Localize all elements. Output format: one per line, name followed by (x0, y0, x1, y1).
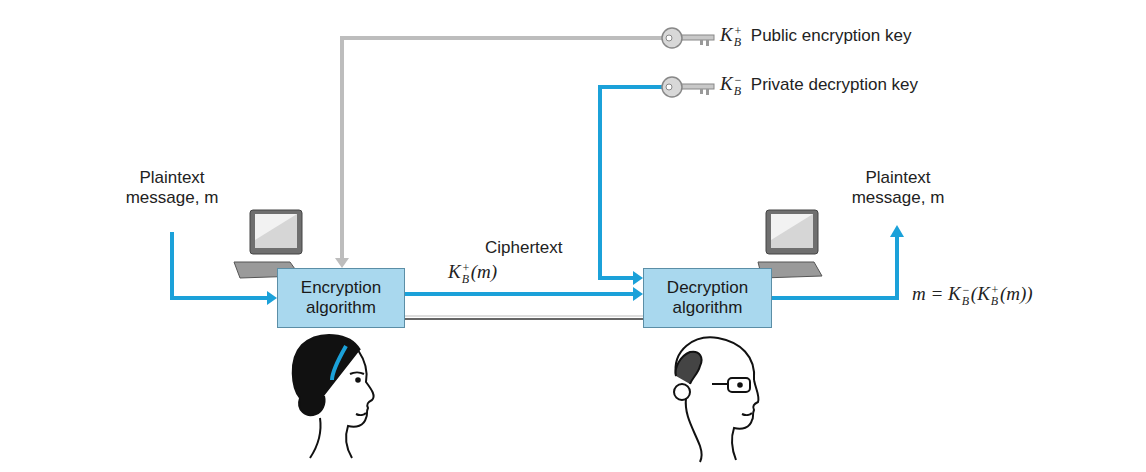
box-text: Decryption algorithm (649, 278, 766, 318)
label-text: K (720, 24, 733, 45)
label-text: K (720, 73, 733, 94)
channel-line (405, 316, 643, 317)
arrow-head (633, 287, 643, 301)
label: Plaintext message, m (112, 168, 232, 208)
label: K+B(m) (448, 262, 497, 285)
label-text: Plaintext message, m (126, 168, 219, 207)
process-box: Encryption algorithm (277, 268, 405, 328)
sub-superscript: +B (734, 26, 742, 48)
label-text: − (734, 75, 742, 86)
process-box: Decryption algorithm (643, 268, 772, 328)
box-text-group: Encryption algorithm (283, 278, 399, 318)
label-text: B (991, 296, 999, 307)
label-text: B (734, 86, 742, 97)
label-text: (m)) (1000, 283, 1033, 304)
connector-line (405, 292, 633, 296)
key-icon (662, 28, 714, 48)
alice-figure (293, 335, 374, 458)
label-text: Private decryption key (751, 75, 918, 94)
arrow-head (267, 291, 277, 305)
label-text: (K (971, 283, 990, 304)
channel-line (405, 318, 643, 320)
connector-arrow (405, 287, 643, 301)
key-icon (662, 77, 714, 97)
label: m = K−B(K+B(m)) (912, 284, 1033, 307)
arrow-head (335, 258, 349, 268)
arrow-head (633, 271, 643, 285)
label-text: + (734, 26, 742, 37)
sub-superscript: +B (991, 285, 999, 307)
label-text: − (962, 285, 970, 296)
label-text: Plaintext message, m (852, 168, 945, 207)
sub-superscript: +B (462, 263, 470, 285)
sub-superscript: −B (962, 285, 970, 307)
box-text: Encryption algorithm (283, 278, 399, 318)
label: K−B Private decryption key (720, 74, 918, 97)
bob-figure (674, 337, 759, 462)
public-key-line (342, 38, 662, 260)
sub-superscript: −B (734, 75, 742, 97)
label-text: B (734, 37, 742, 48)
label-text: B (462, 274, 470, 285)
private-key-line (600, 87, 662, 278)
arrow-head (890, 225, 904, 237)
label-text: Public encryption key (751, 26, 912, 45)
label-text: K (448, 261, 461, 282)
label: Plaintext message, m (838, 168, 958, 208)
label-text: B (962, 296, 970, 307)
label-text: m = K (912, 283, 961, 304)
label-text: + (991, 285, 999, 296)
edge-label: Ciphertext (483, 238, 564, 258)
label-text: (m) (471, 261, 497, 282)
box-text-group: Decryption algorithm (649, 278, 766, 318)
label-text: + (462, 263, 470, 274)
label: K+B Public encryption key (720, 25, 911, 48)
